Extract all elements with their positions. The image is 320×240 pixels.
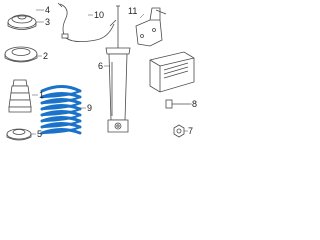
control-module [149,51,195,93]
callout-10-label: 10 [94,10,105,20]
diagram-canvas [4,2,195,141]
nut [173,124,185,138]
callout-1-label: 1 [39,90,45,100]
top-mount [7,14,37,30]
sensor-wire [57,2,117,42]
bolt [165,99,190,109]
leader-lines [31,9,192,135]
callout-9-label: 9 [87,103,93,113]
callout-3-label: 3 [45,17,51,27]
callout-5-label: 5 [37,129,43,139]
dust-boot [8,79,32,113]
callout-7-label: 7 [188,126,194,136]
callout-8-label: 8 [192,99,198,109]
lower-isolator [6,128,32,141]
bracket [135,7,167,47]
parts-diagram: 4 3 2 1 5 9 6 10 11 8 7 [0,0,200,147]
shock-absorber [105,5,131,133]
callout-6-label: 6 [98,61,104,71]
callout-11-label: 11 [128,6,138,16]
callout-2-label: 2 [43,51,49,61]
upper-spring-seat [4,46,38,63]
callout-4-label: 4 [45,5,51,15]
coil-spring [40,85,82,135]
